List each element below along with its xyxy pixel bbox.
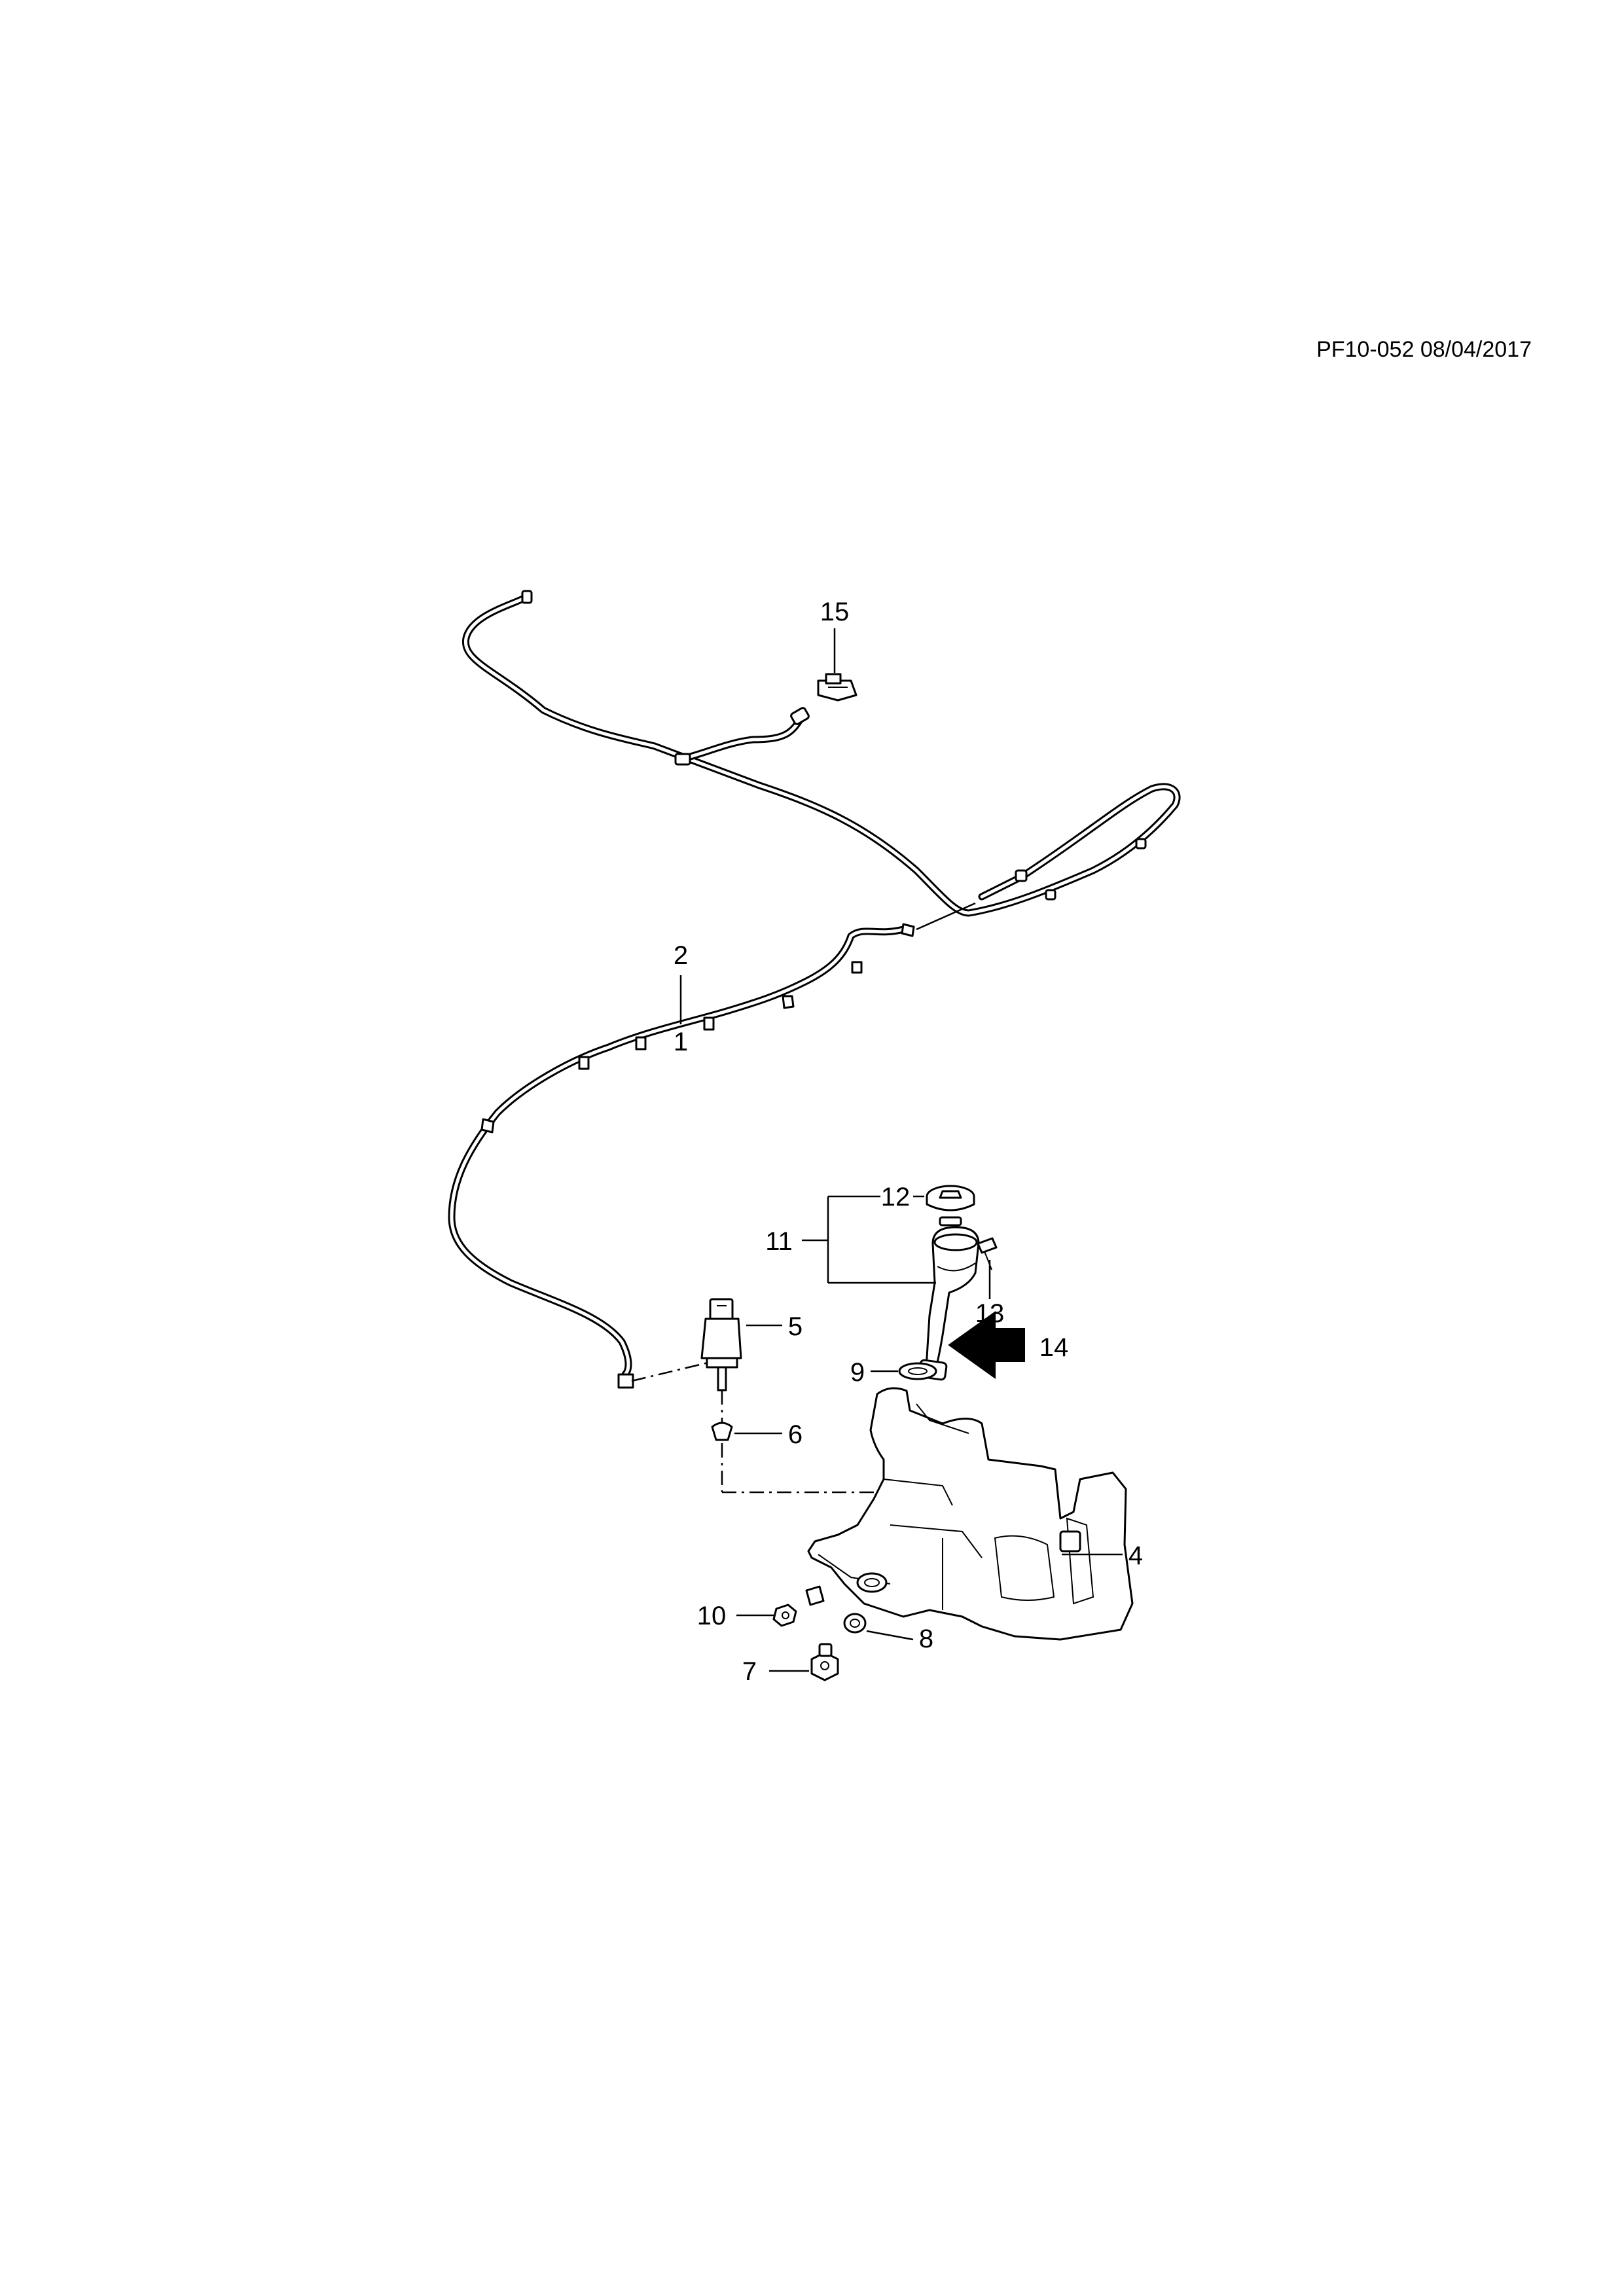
callout-12: 12 [881, 1183, 911, 1211]
callout-14: 14 [1039, 1333, 1069, 1362]
bracket-11-12 [802, 1195, 936, 1284]
part-10-nut [736, 1604, 797, 1627]
part-5-washer-pump [700, 1298, 782, 1391]
callout-9: 9 [850, 1358, 865, 1387]
part-1-washer-hose [461, 590, 1181, 931]
part-2-washer-hose-clipped [448, 923, 915, 1389]
callout-15: 15 [820, 598, 850, 626]
callout-7: 7 [742, 1657, 757, 1686]
part-12-filler-cap [913, 1185, 975, 1227]
part-14-direction-arrow [948, 1311, 1025, 1379]
callout-13: 13 [975, 1299, 1005, 1328]
callout-2: 2 [674, 941, 688, 970]
callout-8: 8 [919, 1624, 933, 1653]
part-8-grommet [843, 1613, 914, 1641]
callout-labels: 1 2 4 5 6 7 8 9 10 11 12 13 14 15 [674, 598, 1143, 1686]
part-9-seal [871, 1362, 937, 1380]
callout-1: 1 [674, 1028, 688, 1056]
callout-6: 6 [788, 1420, 803, 1449]
part-7-bolt [769, 1643, 839, 1681]
callout-4: 4 [1128, 1541, 1143, 1570]
callout-10: 10 [697, 1602, 727, 1630]
callout-11: 11 [765, 1227, 793, 1256]
callout-5: 5 [788, 1312, 803, 1341]
part-13-screw [977, 1237, 998, 1299]
part-4-washer-reservoir [805, 1387, 1134, 1641]
drawing-reference: PF10-052 08/04/2017 [1316, 337, 1532, 362]
part-15-connector [817, 628, 857, 702]
